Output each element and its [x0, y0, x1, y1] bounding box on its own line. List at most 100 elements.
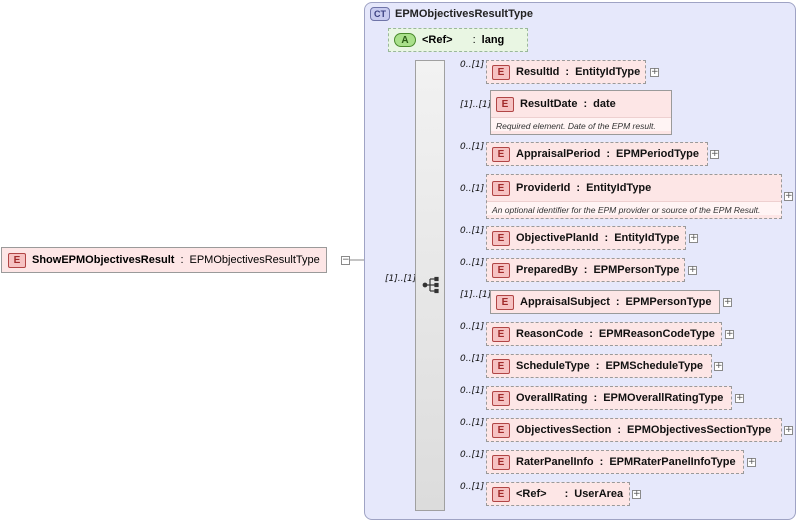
- expand-toggle[interactable]: +: [784, 191, 793, 201]
- element-type: EPMOverallRatingType: [603, 392, 724, 404]
- element-reasoncode[interactable]: E ReasonCode : EPMReasonCodeType: [486, 322, 722, 346]
- cardinality-label: 0..[1]: [460, 258, 485, 268]
- collapse-toggle[interactable]: −: [341, 255, 350, 265]
- attribute-lang[interactable]: A <Ref> : lang: [388, 28, 528, 52]
- type-separator: :: [564, 488, 569, 500]
- cardinality-label: 0..[1]: [460, 418, 485, 428]
- cardinality-label: [1]..[1]: [460, 290, 492, 300]
- type-separator: :: [617, 424, 622, 436]
- cardinality-label: 0..[1]: [460, 142, 485, 152]
- element-badge: E: [492, 64, 510, 80]
- element-userarea-ref[interactable]: E <Ref> : UserArea: [486, 482, 630, 506]
- element-name: <Ref>: [516, 488, 547, 500]
- element-type: EPMPersonType: [625, 296, 712, 308]
- cardinality-label: 0..[1]: [460, 60, 485, 70]
- cardinality-label: 0..[1]: [460, 226, 485, 236]
- type-separator: :: [472, 34, 476, 46]
- element-badge: E: [492, 454, 510, 470]
- element-badge: E: [492, 358, 510, 374]
- element-badge: E: [492, 262, 510, 278]
- element-badge: E: [496, 294, 514, 310]
- attribute-type: lang: [481, 34, 505, 46]
- element-badge: E: [492, 326, 510, 342]
- element-name: PreparedBy: [516, 264, 578, 276]
- type-separator: :: [180, 254, 184, 266]
- element-documentation: Required element. Date of the EPM result…: [491, 117, 671, 131]
- element-type: EntityIdType: [614, 232, 680, 244]
- type-separator: :: [593, 392, 598, 404]
- element-name: ReasonCode: [516, 328, 584, 340]
- cardinality-label: 0..[1]: [460, 450, 485, 460]
- element-objectivessection[interactable]: E ObjectivesSection : EPMObjectivesSecti…: [486, 418, 782, 442]
- element-type: EntityIdType: [575, 66, 641, 78]
- expand-toggle[interactable]: +: [735, 393, 744, 403]
- expand-toggle[interactable]: +: [714, 361, 723, 371]
- element-badge: E: [492, 146, 510, 162]
- element-resultdate[interactable]: E ResultDate : date Required element. Da…: [490, 90, 672, 135]
- cardinality-label: 0..[1]: [460, 184, 485, 194]
- element-providerid[interactable]: E ProviderId : EntityIdType An optional …: [486, 174, 782, 219]
- type-separator: :: [583, 98, 588, 110]
- element-overallrating[interactable]: E OverallRating : EPMOverallRatingType: [486, 386, 732, 410]
- root-element-type: EPMObjectivesResultType: [189, 254, 320, 266]
- attribute-name: <Ref>: [422, 34, 453, 46]
- element-type: EPMScheduleType: [605, 360, 704, 372]
- expand-toggle[interactable]: +: [725, 329, 734, 339]
- cardinality-label: 0..[1]: [460, 482, 485, 492]
- element-documentation: An optional identifier for the EPM provi…: [487, 201, 781, 215]
- element-name: ResultId: [516, 66, 560, 78]
- element-name: ScheduleType: [516, 360, 590, 372]
- element-type: EPMReasonCodeType: [598, 328, 715, 340]
- element-name: ObjectivesSection: [516, 424, 612, 436]
- element-type: EntityIdType: [586, 182, 652, 194]
- expand-toggle[interactable]: +: [632, 489, 641, 499]
- element-badge: E: [492, 422, 510, 438]
- sequence-cardinality: [1]..[1]: [385, 274, 417, 284]
- element-type: EPMPeriodType: [616, 148, 699, 160]
- sequence-icon[interactable]: [422, 276, 440, 294]
- element-appraisalperiod[interactable]: E AppraisalPeriod : EPMPeriodType: [486, 142, 708, 166]
- element-name: ResultDate: [520, 98, 578, 110]
- type-separator: :: [595, 360, 600, 372]
- cardinality-label: 0..[1]: [460, 386, 485, 396]
- element-appraisalsubject[interactable]: E AppraisalSubject : EPMPersonType: [490, 290, 720, 314]
- expand-toggle[interactable]: +: [747, 457, 756, 467]
- element-preparedby[interactable]: E PreparedBy : EPMPersonType: [486, 258, 685, 282]
- element-name: ProviderId: [516, 182, 571, 194]
- attribute-badge: A: [394, 33, 416, 47]
- expand-toggle[interactable]: +: [723, 297, 732, 307]
- element-type: EPMRaterPanelInfoType: [609, 456, 736, 468]
- root-element-name: ShowEPMObjectivesResult: [32, 254, 175, 266]
- element-type: EPMObjectivesSectionType: [627, 424, 772, 436]
- cardinality-label: [1]..[1]: [460, 100, 492, 110]
- element-type: date: [593, 98, 616, 110]
- element-badge: E: [492, 180, 510, 196]
- expand-toggle[interactable]: +: [688, 265, 697, 275]
- element-objectiveplanid[interactable]: E ObjectivePlanId : EntityIdType: [486, 226, 686, 250]
- element-type: UserArea: [574, 488, 624, 500]
- complex-type-name: EPMObjectivesResultType: [395, 8, 533, 20]
- type-separator: :: [583, 264, 588, 276]
- element-scheduletype[interactable]: E ScheduleType : EPMScheduleType: [486, 354, 712, 378]
- cardinality-label: 0..[1]: [460, 354, 485, 364]
- type-separator: :: [604, 232, 609, 244]
- type-separator: :: [615, 296, 620, 308]
- element-badge: E: [496, 96, 514, 112]
- element-name: AppraisalPeriod: [516, 148, 601, 160]
- element-badge: E: [492, 230, 510, 246]
- expand-toggle[interactable]: +: [689, 233, 698, 243]
- element-badge: E: [492, 390, 510, 406]
- element-resultid[interactable]: E ResultId : EntityIdType: [486, 60, 646, 84]
- complex-type-header: CT EPMObjectivesResultType: [370, 6, 533, 22]
- complex-type-badge: CT: [370, 7, 390, 21]
- element-name: ObjectivePlanId: [516, 232, 599, 244]
- expand-toggle[interactable]: +: [710, 149, 719, 159]
- expand-toggle[interactable]: +: [784, 425, 793, 435]
- element-name: AppraisalSubject: [520, 296, 610, 308]
- type-separator: :: [576, 182, 581, 194]
- type-separator: :: [606, 148, 611, 160]
- expand-toggle[interactable]: +: [650, 67, 659, 77]
- element-raterpanelinfo[interactable]: E RaterPanelInfo : EPMRaterPanelInfoType: [486, 450, 744, 474]
- root-element[interactable]: E ShowEPMObjectivesResult : EPMObjective…: [1, 247, 327, 273]
- cardinality-label: 0..[1]: [460, 322, 485, 332]
